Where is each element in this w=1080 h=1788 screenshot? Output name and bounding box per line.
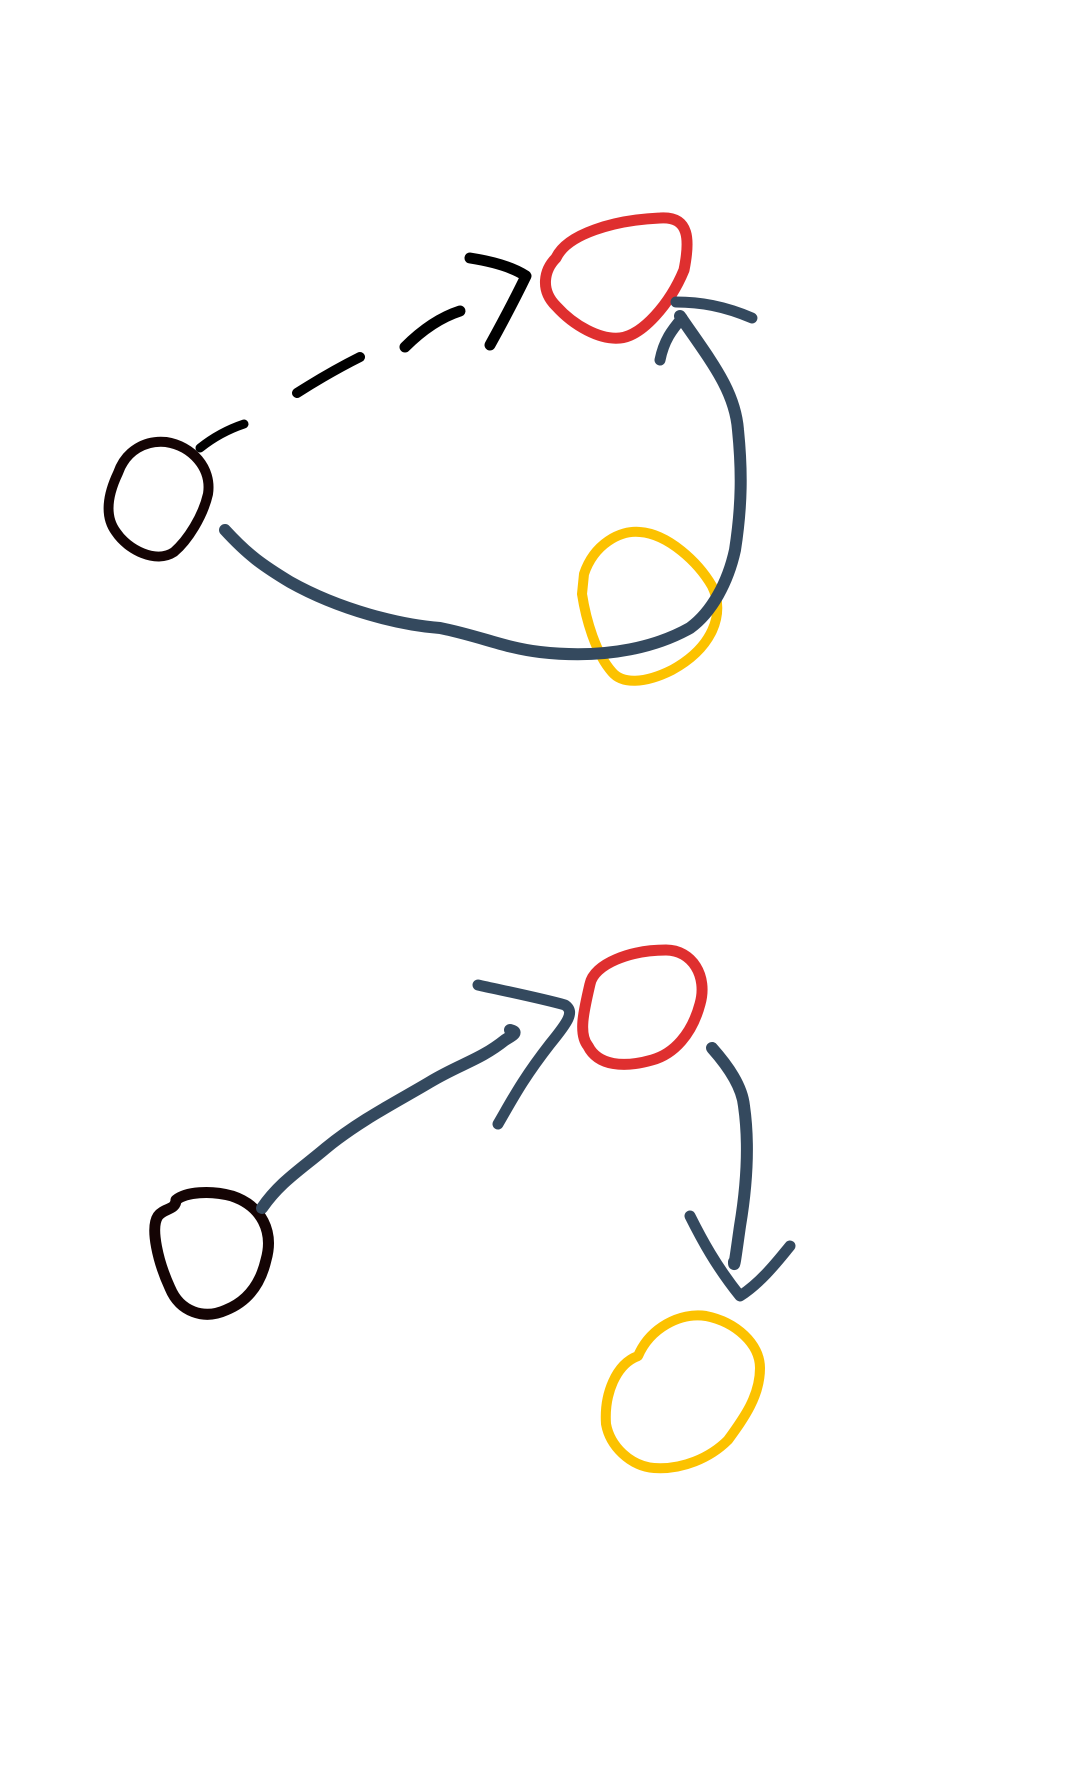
dash-segment [195, 419, 249, 453]
diagram-top [103, 212, 758, 686]
node-black [149, 1187, 274, 1320]
solid-arrow-black-to-red [256, 979, 575, 1214]
solid-arrow-red-to-yellow [684, 1042, 796, 1302]
node-red [540, 212, 693, 344]
arrow-shaft [706, 1042, 753, 1270]
arrowhead [472, 979, 575, 1130]
diagram-bottom [149, 944, 796, 1474]
arrowhead [464, 252, 532, 351]
node-red [577, 944, 708, 1070]
dash-segment [399, 305, 466, 353]
arrowhead [654, 296, 758, 366]
node-black [103, 436, 214, 562]
node-yellow [577, 526, 723, 686]
arrowhead [684, 1210, 796, 1302]
dash-segment [292, 352, 365, 398]
dashed-arrow-black-to-red [195, 252, 532, 453]
node-yellow [600, 1310, 765, 1474]
curved-arrow-shaft [219, 310, 747, 661]
arrow-shaft [256, 1024, 521, 1214]
solid-arrow-black-to-red [219, 296, 758, 661]
